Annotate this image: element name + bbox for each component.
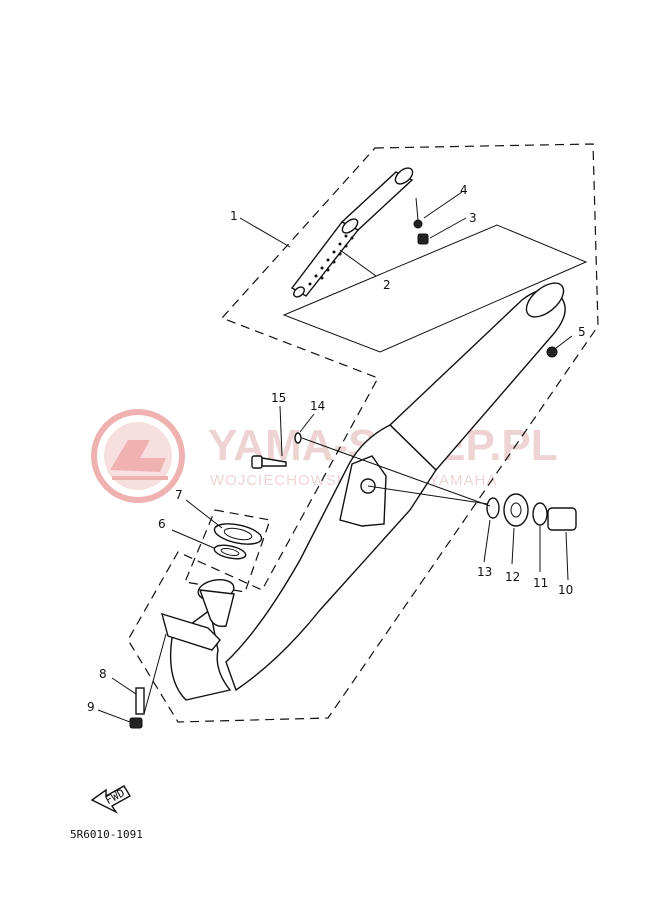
callout-15: 15 [271, 391, 286, 405]
bolt-part-15 [251, 455, 287, 469]
exhaust-header-pipe [160, 578, 235, 701]
callout-11: 11 [533, 576, 548, 590]
callout-14: 14 [310, 399, 325, 413]
silencer-insert-tube [290, 167, 414, 298]
gasket-part-6 [213, 544, 247, 560]
callout-3: 3 [469, 211, 477, 225]
leader-lines [97, 191, 573, 723]
callout-10: 10 [558, 583, 573, 597]
callout-13: 13 [477, 565, 492, 579]
muffler-body-panel [282, 224, 588, 353]
nut-part-4 [413, 219, 423, 229]
damper-part-12 [503, 493, 529, 527]
callout-1: 1 [230, 209, 238, 223]
callout-12: 12 [505, 570, 520, 584]
nut-part-9 [129, 717, 143, 729]
callout-5: 5 [578, 325, 586, 339]
watermark-logo [91, 409, 185, 503]
nut-part-5 [546, 346, 558, 358]
gasket-part-7 [213, 523, 263, 545]
callout-6: 6 [158, 517, 166, 531]
callout-7: 7 [175, 488, 183, 502]
forward-direction-arrow: FWD [90, 785, 131, 814]
washer-part-14 [294, 432, 302, 444]
stud-bolt-part-8 [135, 687, 145, 715]
collar-part-10 [547, 507, 577, 531]
diagram-code: 5R6010-1091 [70, 828, 143, 841]
gasket-group-boundary [184, 509, 271, 593]
screw-part-3 [417, 233, 429, 245]
watermark: YAMA-SKLEP.PL WOJCIECHOWSKI DEALER YAMAH… [91, 409, 558, 503]
callout-9: 9 [87, 700, 95, 714]
nut-part-13 [486, 497, 500, 519]
callout-2: 2 [383, 278, 391, 292]
callout-labels: 1 2 3 4 5 6 7 8 9 10 11 12 13 14 15 [87, 183, 586, 714]
callout-4: 4 [460, 183, 468, 197]
muffler-mount-bracket [339, 455, 387, 527]
muffler-assembly-boundary [127, 143, 599, 723]
callout-8: 8 [99, 667, 107, 681]
washer-part-11 [532, 502, 548, 526]
